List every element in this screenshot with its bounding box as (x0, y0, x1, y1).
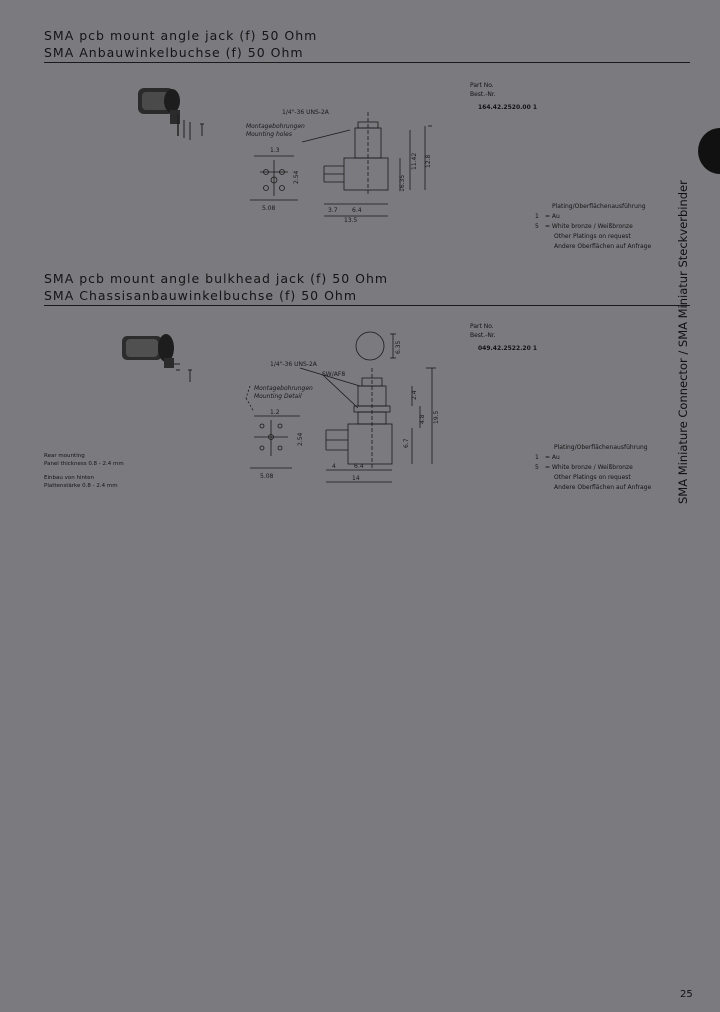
section2-plating-code-1: 1 (535, 454, 539, 461)
section1-part-number: 164.42.2520.00 1 (478, 104, 538, 111)
section1-plating-code-5: 5 (535, 223, 539, 230)
section2-part-no-label: Part No. (470, 323, 494, 330)
section2-plating-text-1: = Au (545, 454, 560, 461)
section2-plating-text-5: = White bronze / Weißbronze (545, 464, 633, 471)
drawing2-dim-7: 2.4 (411, 390, 418, 400)
section2-title-de: SMA Chassisanbauwinkelbuchse (f) 50 Ohm (44, 288, 358, 303)
drawing2-mounting-de: Montagebohrungen (254, 385, 313, 392)
drawing1-thread: 1/4"-36 UNS-2A (282, 109, 330, 116)
rear-mounting-label: Rear mounting (44, 453, 85, 459)
section2-part-number: 049.42.2522.20 1 (478, 345, 538, 352)
section2-plating-header: Plating/Oberflächenausführung (554, 444, 648, 451)
side-category-label: SMA Miniature Connector / SMA Miniatur S… (676, 180, 690, 504)
drawing1-dim-5: 6.4 (352, 207, 362, 214)
drawing2-dim-2: 5.08 (260, 473, 274, 480)
drawing1-dim-8: 12.8 (425, 154, 432, 168)
drawing1-holes-de: Montagebohrungen (246, 123, 305, 130)
section2-best-nr-label: Best.-Nr. (470, 332, 496, 339)
technical-drawing-2: 1/4"-36 UNS-2A SW/AF8 Montagebohrungen M… (245, 331, 440, 483)
product-photo-2 (122, 334, 192, 382)
section1-plating-header: Plating/Oberflächenausführung (552, 203, 646, 210)
section2-plating-other-de: Andere Oberflächen auf Anfrage (554, 484, 652, 491)
drawing2-dim-6: 14 (352, 475, 360, 482)
drawing1-dim-2: 5.08 (262, 205, 276, 212)
section2-rule (44, 305, 690, 306)
drawing2-mounting-en: Mounting Detail (254, 393, 302, 400)
drawing1-dim-4: 3.7 (328, 207, 338, 214)
section-tab-marker (698, 128, 720, 174)
section2-plating-code-5: 5 (535, 464, 539, 471)
section1-title-en: SMA pcb mount angle jack (f) 50 Ohm (44, 28, 318, 43)
drawing2-dim-9: 6.7 (403, 438, 410, 448)
page-number: 25 (680, 989, 693, 1000)
drawing2-dim-5: 6.4 (354, 463, 364, 470)
section1-rule (44, 62, 690, 63)
einbau-label: Einbau von hinten (44, 475, 94, 481)
section1-best-nr-label: Best.-Nr. (470, 91, 496, 98)
drawing2-thread: 1/4"-36 UNS-2A (270, 361, 318, 368)
plattenstaerke-label: Plattenstärke 0.8 - 2.4 mm (44, 483, 118, 489)
section2-title-en: SMA pcb mount angle bulkhead jack (f) 50… (44, 271, 389, 286)
section1-plating-text-1: = Au (545, 213, 560, 220)
panel-thickness-label: Panel thickness 0.8 - 2.4 mm (44, 461, 124, 467)
drawing2-dim-3: 2.54 (297, 432, 304, 446)
drawing2-dim-4: 4 (332, 463, 336, 470)
drawing2-dim-11: 6.35 (395, 340, 402, 354)
drawing2-dim-10: 19.5 (433, 410, 440, 424)
drawing2-wrench: SW/AF8 (322, 371, 345, 378)
drawing1-dim-9: 16.35 (399, 175, 406, 192)
drawing1-dim-3: 2.54 (293, 170, 300, 184)
drawing1-dim-1: 1.3 (270, 147, 280, 154)
drawing2-dim-8: 4.8 (419, 414, 426, 424)
technical-drawing-1: 1/4"-36 UNS-2A Montagebohrungen Mounting… (246, 109, 432, 224)
section1-title-de: SMA Anbauwinkelbuchse (f) 50 Ohm (44, 45, 304, 60)
section1-plating-other-de: Andere Oberflächen auf Anfrage (554, 243, 652, 250)
section1-plating-text-5: = White bronze / Weißbronze (545, 223, 633, 230)
drawing1-dim-6: 13.5 (344, 217, 358, 224)
section1-plating-code-1: 1 (535, 213, 539, 220)
section1-part-no-label: Part No. (470, 82, 494, 89)
drawing2-dim-1: 1.2 (270, 409, 280, 416)
section1-plating-other-en: Other Platings on request (554, 233, 631, 240)
drawing1-holes-en: Mounting holes (246, 131, 292, 138)
drawing1-dim-7: 11.42 (411, 153, 418, 170)
product-photo-1 (138, 88, 204, 140)
section2-plating-other-en: Other Platings on request (554, 474, 631, 481)
